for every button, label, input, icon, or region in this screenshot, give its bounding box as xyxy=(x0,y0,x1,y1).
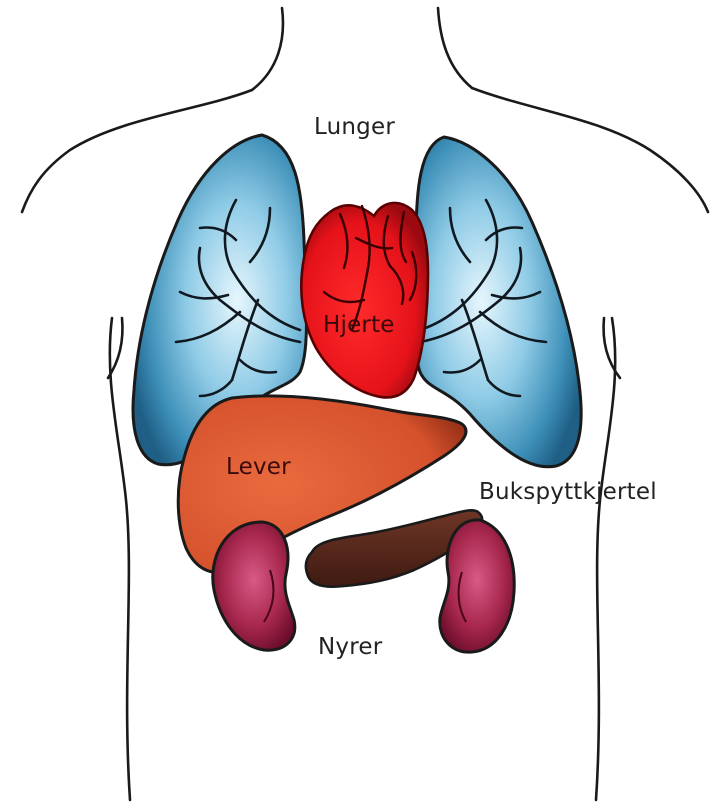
left-kidney xyxy=(213,522,295,650)
label-nyrer: Nyrer xyxy=(318,634,382,660)
label-lunger: Lunger xyxy=(314,114,395,140)
label-hjerte: Hjerte xyxy=(323,312,395,338)
label-lever: Lever xyxy=(226,454,291,480)
heart xyxy=(301,203,428,398)
neck-right-line xyxy=(438,8,472,88)
neck-left-line xyxy=(252,8,283,90)
right-armpit-line xyxy=(604,318,620,378)
label-bukspyttkjertel: Bukspyttkjertel xyxy=(479,479,657,505)
left-side-line xyxy=(110,318,130,800)
right-side-line xyxy=(596,318,615,800)
right-kidney xyxy=(440,520,514,652)
